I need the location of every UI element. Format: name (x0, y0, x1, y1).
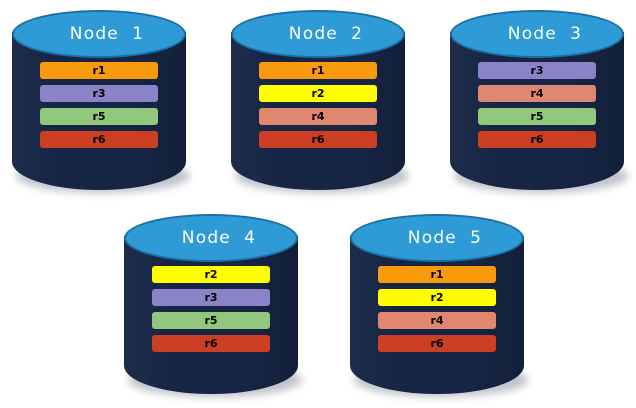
node-3-replica-list: r3 r4 r5 r6 (450, 62, 624, 148)
replica-bar-r4[interactable]: r4 (477, 85, 597, 102)
node-1-replica-list: r1 r3 r5 r6 (12, 62, 186, 148)
replica-bar-r6[interactable]: r6 (39, 131, 159, 148)
node-2-label: Node 2 (288, 24, 364, 44)
replica-bar-r2[interactable]: r2 (151, 266, 271, 283)
node-5-replica-list: r1 r2 r4 r6 (350, 266, 524, 352)
replica-bar-r2[interactable]: r2 (377, 289, 497, 306)
node-3-label: Node 3 (507, 24, 583, 44)
cylinder-top-disk (12, 10, 186, 58)
cylinder-top-disk (124, 214, 298, 262)
replica-bar-r4[interactable]: r4 (258, 108, 378, 125)
replica-bar-r1[interactable]: r1 (377, 266, 497, 283)
cylinder-node-3[interactable]: Node 3 r3 r4 r5 r6 (450, 10, 628, 193)
replica-bar-r1[interactable]: r1 (258, 62, 378, 79)
node-4-label: Node 4 (181, 228, 257, 248)
cylinder-node-2[interactable]: Node 2 r1 r2 r4 r6 (231, 10, 409, 193)
replica-bar-r6[interactable]: r6 (377, 335, 497, 352)
replica-bar-r5[interactable]: r5 (39, 108, 159, 125)
replica-bar-r1[interactable]: r1 (39, 62, 159, 79)
replica-bar-r5[interactable]: r5 (151, 312, 271, 329)
replica-bar-r4[interactable]: r4 (377, 312, 497, 329)
replica-bar-r3[interactable]: r3 (477, 62, 597, 79)
replica-bar-r3[interactable]: r3 (151, 289, 271, 306)
replica-bar-r3[interactable]: r3 (39, 85, 159, 102)
node-4-replica-list: r2 r3 r5 r6 (124, 266, 298, 352)
cylinder-top-disk (231, 10, 405, 58)
replica-bar-r6[interactable]: r6 (258, 131, 378, 148)
replica-bar-r6[interactable]: r6 (151, 335, 271, 352)
replica-bar-r2[interactable]: r2 (258, 85, 378, 102)
replica-bar-r6[interactable]: r6 (477, 131, 597, 148)
node-5-label: Node 5 (407, 228, 483, 248)
cylinder-node-1[interactable]: Node 1 r1 r3 r5 r6 (12, 10, 190, 193)
cylinder-top-disk (350, 214, 524, 262)
cylinder-node-4[interactable]: Node 4 r2 r3 r5 r6 (124, 214, 302, 397)
node-2-replica-list: r1 r2 r4 r6 (231, 62, 405, 148)
node-1-label: Node 1 (69, 24, 145, 44)
cylinder-top-disk (450, 10, 624, 58)
replica-bar-r5[interactable]: r5 (477, 108, 597, 125)
cylinder-node-5[interactable]: Node 5 r1 r2 r4 r6 (350, 214, 528, 397)
